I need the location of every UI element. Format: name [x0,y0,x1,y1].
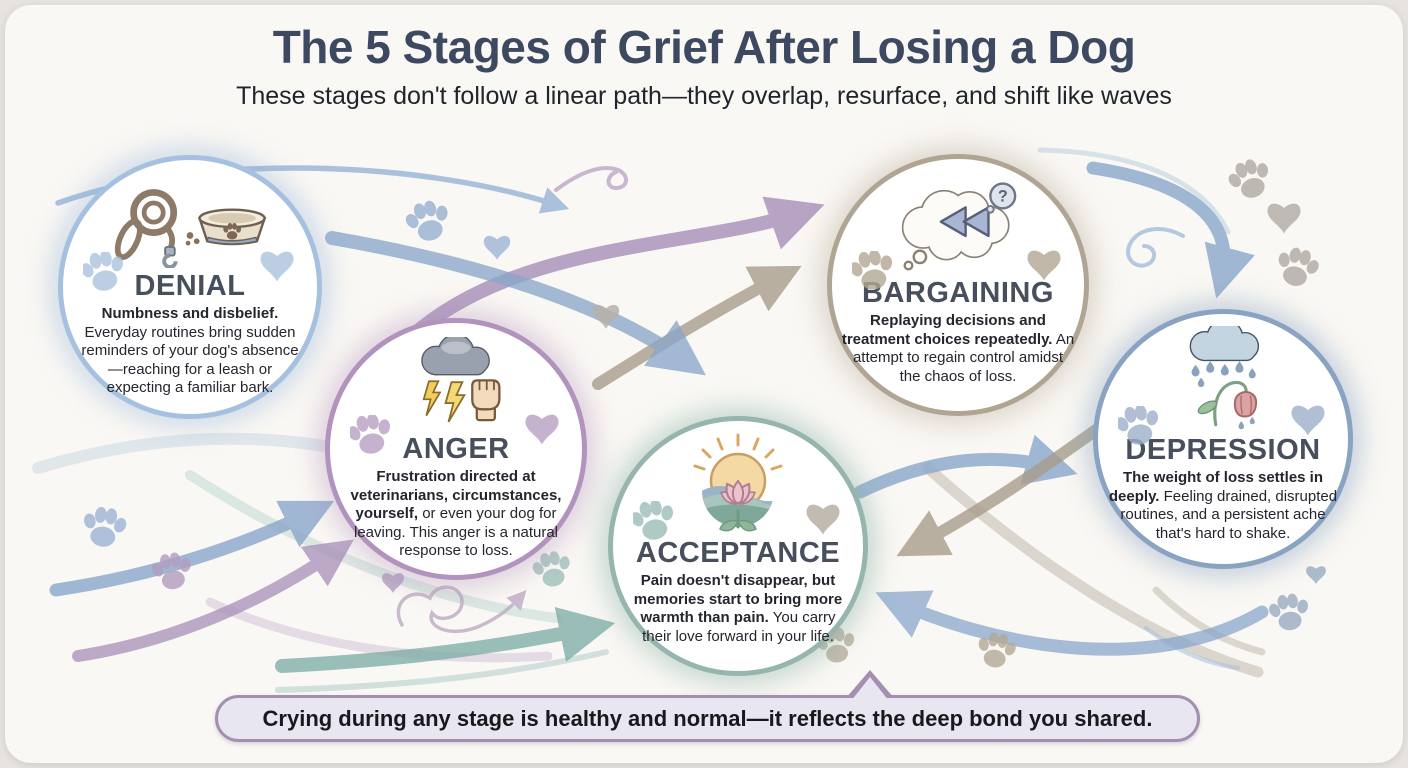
page-title: The 5 Stages of Grief After Losing a Dog [272,21,1136,73]
stage-description-anger: Frustration directed at veterinarians, c… [350,468,562,560]
paw-icon [1118,406,1158,446]
note-text: Crying during any stage is healthy and n… [262,705,1153,731]
heart-icon [806,504,840,535]
rain-cloud-wilting-flower-icon [1098,326,1348,432]
paw-icon [633,501,673,541]
stage-label-acceptance: ACCEPTANCE [635,537,841,569]
leash-and-bowl-icon [63,180,317,268]
stage-circle-depression: DEPRESSION The weight of loss settles in… [1093,309,1353,569]
stage-label-depression: DEPRESSION [1125,434,1321,466]
paw-icon [350,415,390,455]
bubble-tail-fill [851,677,889,701]
sunrise-lotus-icon [613,429,863,535]
heart-icon [1291,405,1325,436]
stage-circle-bargaining: ? BARGAINING Replaying decisions and tre… [827,154,1089,416]
note-bubble: Crying during any stage is healthy and n… [215,670,1200,742]
stage-label-bargaining: BARGAINING [862,277,1054,309]
header: The 5 Stages of Grief After Losing a Dog… [0,20,1408,111]
paw-icon [852,251,892,291]
stage-circle-denial: DENIAL Numbness and disbelief. Everyday … [58,155,322,419]
heart-icon [525,414,559,445]
stage-description-acceptance: Pain doesn't disappear, but memories sta… [633,572,843,645]
stage-label-anger: ANGER [402,433,510,465]
stage-circle-acceptance: ACCEPTANCE Pain doesn't disappear, but m… [608,416,868,676]
paw-icon [83,252,123,292]
heart-icon [260,251,294,282]
stage-circle-anger: ANGER Frustration directed at veterinari… [325,318,587,580]
stage-description-depression: The weight of loss settles in deeply. Fe… [1108,469,1338,542]
page-subtitle: These stages don't follow a linear path—… [236,82,1172,110]
heart-icon [1027,250,1061,281]
rewind-thought-cloud-icon: ? [832,175,1084,275]
question-mark-glyph: ? [998,188,1008,206]
stage-description-bargaining: Replaying decisions and treatment choice… [841,312,1075,385]
stage-description-denial: Numbness and disbelief. Everyday routine… [81,305,299,397]
